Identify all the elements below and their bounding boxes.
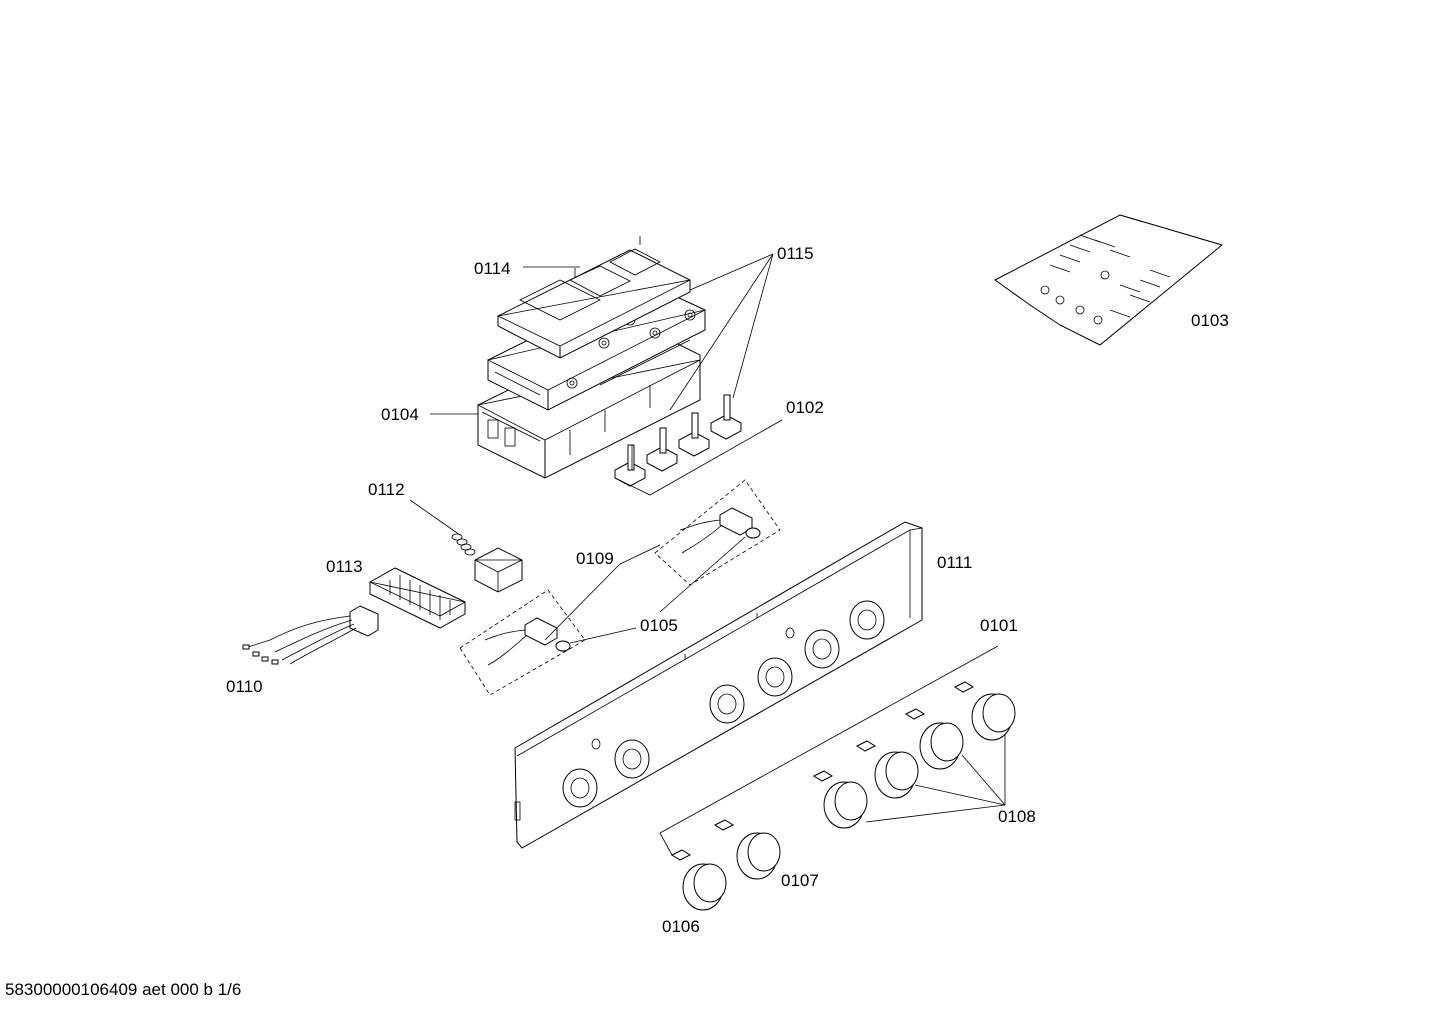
switch-housing-0104	[476, 236, 706, 479]
label-0107: 0107	[781, 871, 819, 890]
selector-switch-0113	[369, 567, 467, 629]
label-0104: 0104	[381, 405, 419, 424]
label-0114: 0114	[474, 259, 511, 278]
knob-0108-b	[874, 751, 919, 799]
knob-0108-c	[919, 722, 964, 770]
knob-0108-d	[971, 693, 1016, 741]
switch-unit-lower-0105	[459, 589, 586, 696]
label-0108: 0108	[998, 807, 1036, 826]
callout-lines	[430, 253, 1006, 856]
label-0103: 0103	[1191, 311, 1229, 330]
label-0109: 0109	[576, 549, 614, 568]
label-0110: 0110	[226, 677, 263, 696]
control-panel-0111	[514, 521, 923, 849]
knob-0106	[682, 863, 727, 911]
label-0105: 0105	[640, 616, 678, 635]
label-0113: 0113	[326, 557, 363, 576]
label-0111: 0111	[937, 553, 972, 572]
wiring-harness-0110	[242, 605, 379, 665]
knob-clips-0101	[670, 681, 975, 861]
label-0112: 0112	[368, 480, 405, 499]
screw-bag-0103	[994, 214, 1224, 346]
label-0102: 0102	[786, 398, 824, 417]
document-id: 58300000106409 aet 000 b 1/6	[5, 980, 242, 999]
switch-unit-upper-0105	[654, 479, 781, 586]
knob-0108-a	[823, 781, 868, 829]
label-0101: 0101	[980, 616, 1018, 635]
label-0115: 0115	[777, 244, 814, 263]
control-knobs	[682, 693, 1016, 911]
knob-0107	[736, 832, 781, 880]
part-labels: 0114 0115 0103 0104 0102 0112 0109 0111 …	[226, 244, 1229, 936]
label-0106: 0106	[662, 917, 700, 936]
thermostat-0112	[409, 499, 523, 593]
